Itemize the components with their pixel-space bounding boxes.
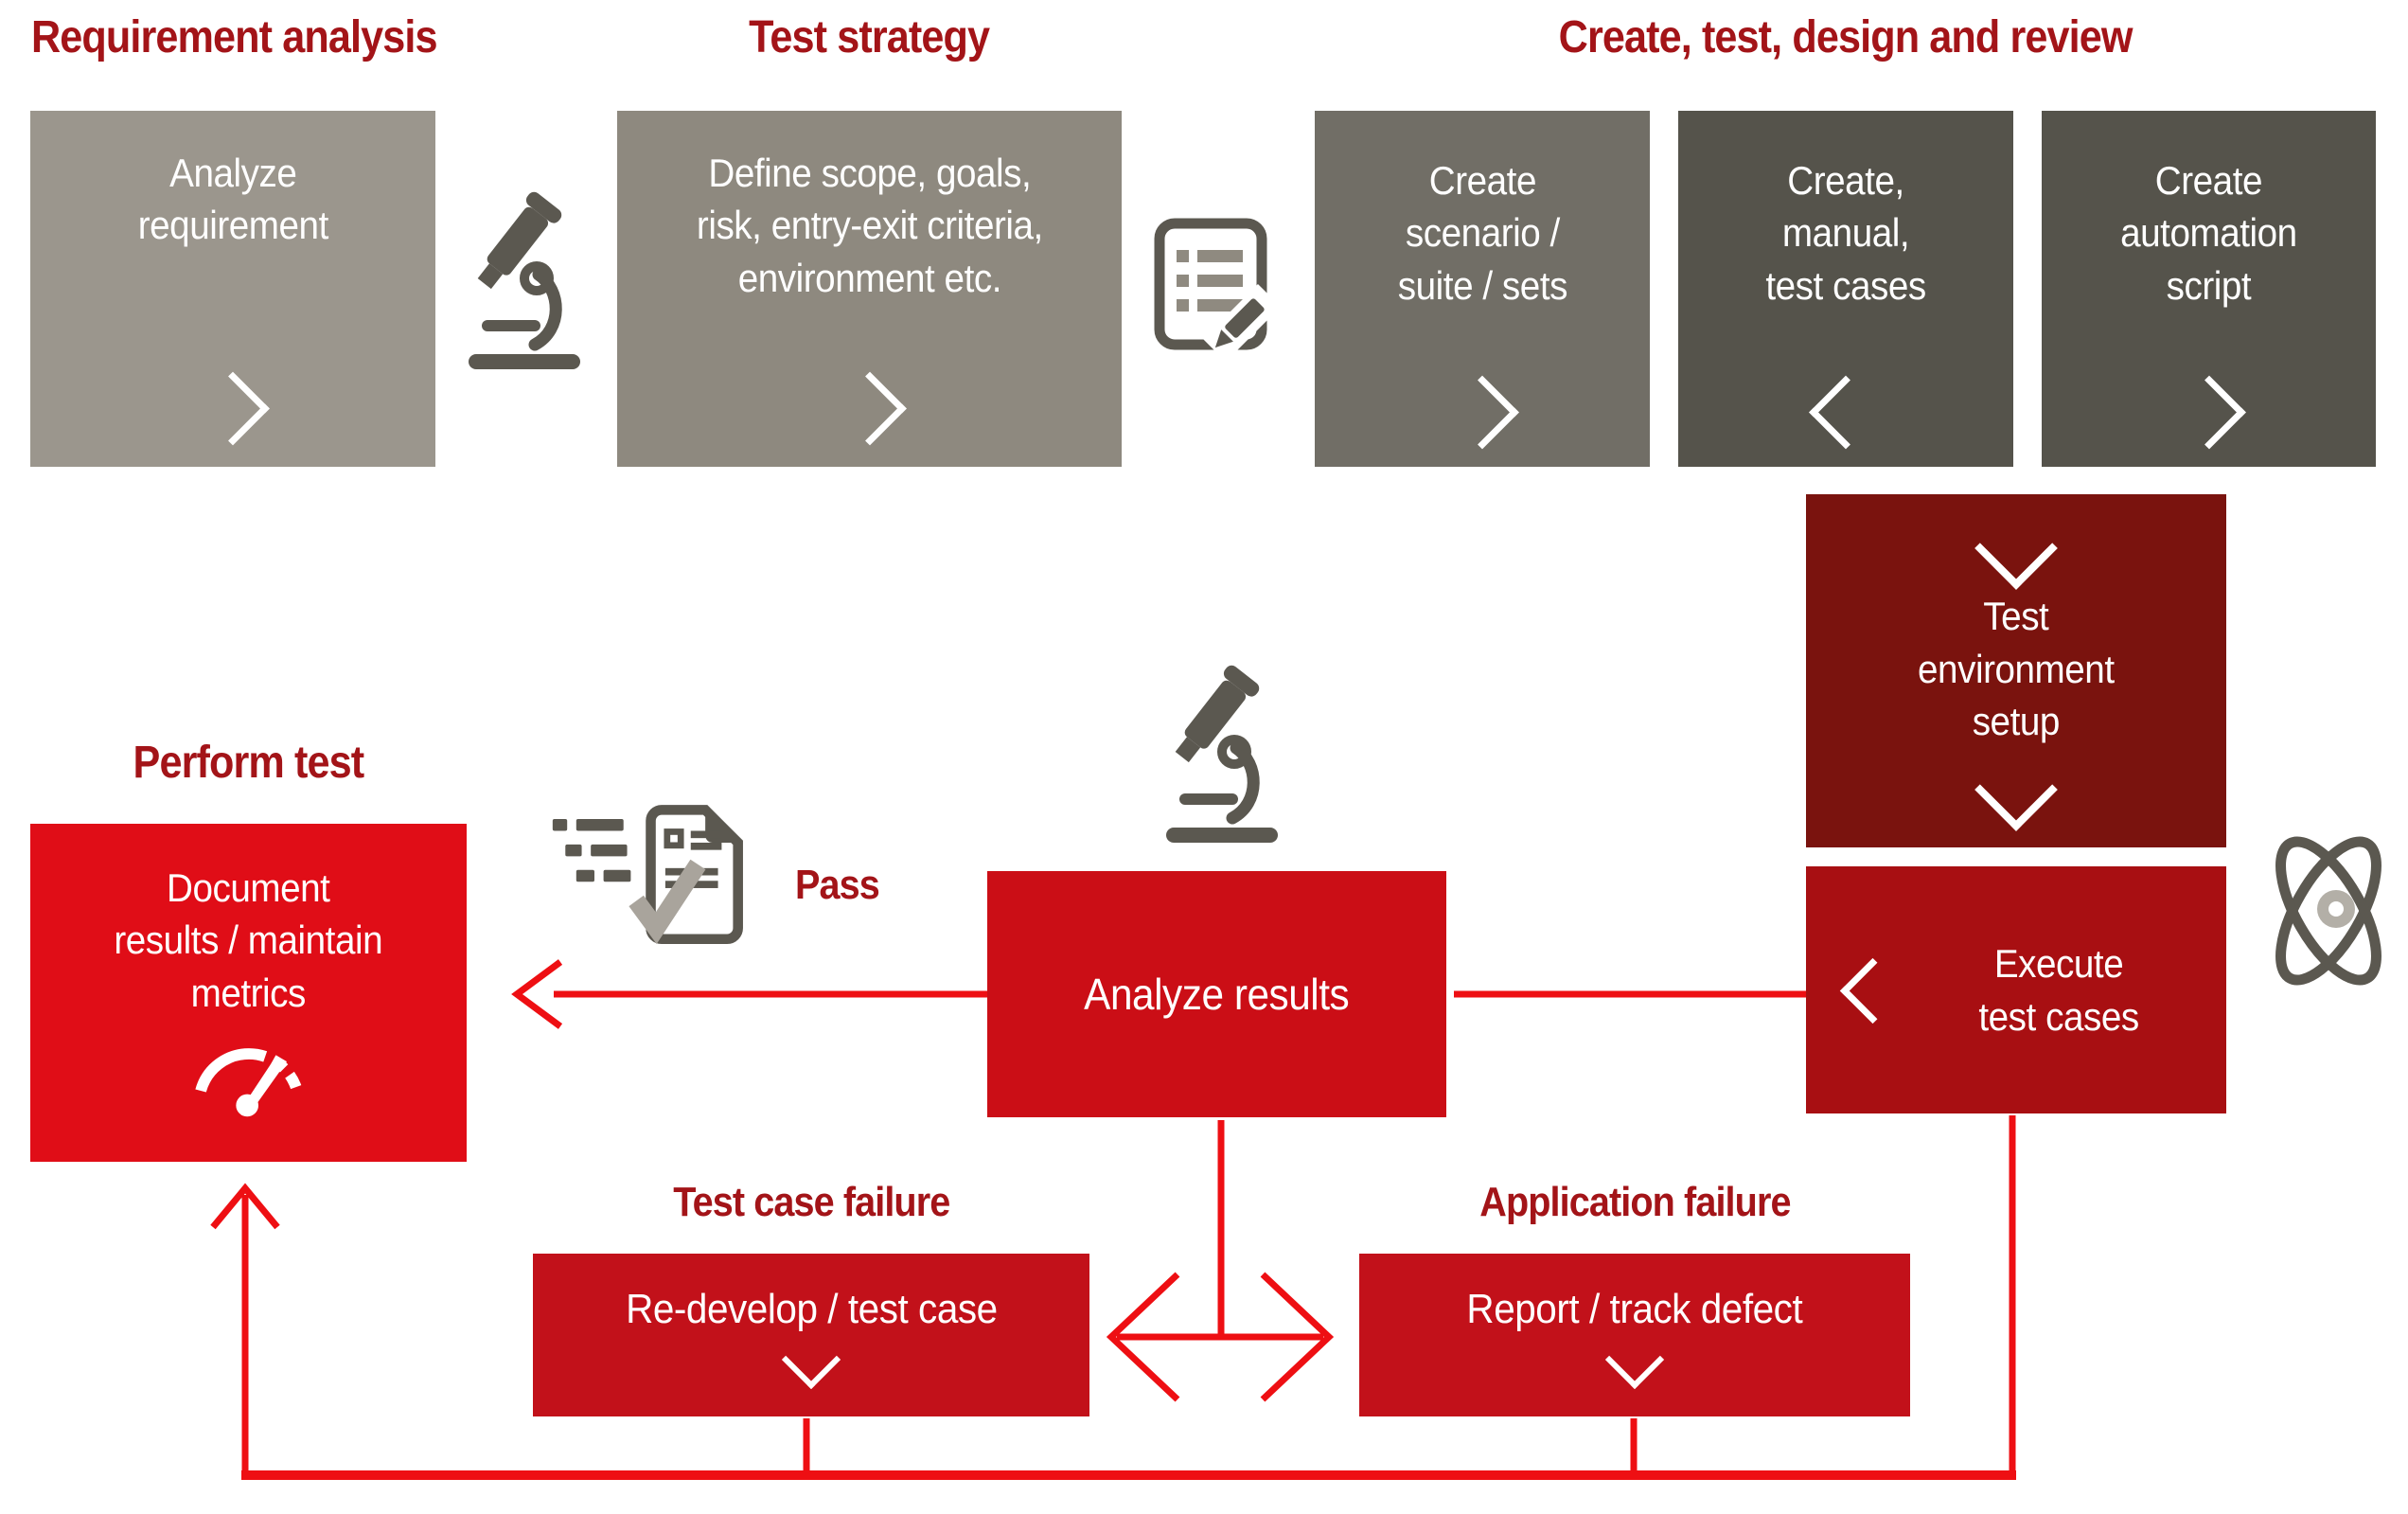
heading-test-case-failure-text: Test case failure	[672, 1179, 950, 1225]
microscope-icon	[469, 191, 580, 369]
box-create-automation-label: Create automation script	[2120, 158, 2297, 308]
box-redevelop-test-case-label: Re-develop / test case	[625, 1286, 998, 1332]
box-document-results-label: Document results / maintain metrics	[114, 865, 383, 1015]
chevron-right-icon	[1445, 375, 1519, 450]
double-arrow-right-head	[1260, 1272, 1335, 1402]
heading-application-failure: Application failure	[1359, 1179, 1910, 1226]
chevron-left-icon	[1839, 957, 1906, 1024]
box-execute-test-cases: Execute test cases	[1806, 866, 2226, 1113]
arrow-analyze-to-document-head	[511, 959, 563, 1029]
chevron-right-icon	[196, 371, 270, 446]
box-create-manual: Create, manual, test cases	[1678, 111, 2013, 467]
box-create-scenario: Create scenario / suite / sets	[1315, 111, 1650, 467]
box-document-results: Document results / maintain metrics	[30, 824, 467, 1162]
chevron-down-icon	[1974, 507, 2058, 590]
arrow-up-head	[210, 1183, 280, 1230]
box-create-manual-label: Create, manual, test cases	[1765, 158, 1926, 308]
box-analyze-results: Analyze results	[987, 871, 1446, 1117]
speedometer-icon	[194, 1048, 303, 1117]
box-analyze-requirement: Analyze requirement	[30, 111, 435, 467]
chevron-left-icon	[1809, 375, 1883, 450]
pass-label: Pass	[795, 862, 889, 909]
chevron-down-icon	[781, 1329, 841, 1390]
microscope-icon	[1166, 665, 1278, 843]
chevron-down-icon	[1604, 1329, 1665, 1390]
box-report-track-defect: Report / track defect	[1359, 1254, 1910, 1416]
heading-perform-test: Perform test	[30, 737, 467, 789]
checklist-pencil-icon	[1154, 218, 1282, 363]
heading-test-strategy-text: Test strategy	[749, 12, 991, 62]
heading-create-test-design-review: Create, test, design and review	[1315, 11, 2376, 63]
box-redevelop-test-case: Re-develop / test case	[533, 1254, 1089, 1416]
chevron-down-icon	[1974, 748, 2058, 831]
box-create-scenario-label: Create scenario / suite / sets	[1397, 158, 1567, 308]
box-analyze-requirement-label: Analyze requirement	[137, 151, 328, 248]
box-execute-test-cases-label: Execute test cases	[1978, 941, 2139, 1039]
heading-test-case-failure: Test case failure	[533, 1179, 1089, 1226]
double-arrow-left-head	[1106, 1272, 1180, 1402]
fast-document-check-icon	[552, 805, 743, 945]
heading-requirement-analysis-text: Requirement analysis	[31, 12, 437, 62]
box-define-scope-label: Define scope, goals, risk, entry-exit cr…	[696, 151, 1043, 300]
chevron-right-icon	[2171, 375, 2246, 450]
heading-perform-test-text: Perform test	[133, 738, 365, 788]
box-define-scope: Define scope, goals, risk, entry-exit cr…	[617, 111, 1122, 467]
heading-application-failure-text: Application failure	[1478, 1179, 1791, 1225]
heading-create-test-design-review-text: Create, test, design and review	[1558, 12, 2134, 62]
box-test-environment-setup: Test environment setup	[1806, 494, 2226, 847]
chevron-right-icon	[832, 371, 907, 446]
heading-test-strategy: Test strategy	[617, 11, 1122, 63]
box-analyze-results-label: Analyze results	[1084, 969, 1350, 1019]
box-test-environment-setup-label: Test environment setup	[1918, 594, 2115, 744]
pass-label-text: Pass	[795, 862, 880, 908]
atom-icon	[2275, 836, 2381, 986]
box-create-automation: Create automation script	[2042, 111, 2376, 467]
heading-requirement-analysis: Requirement analysis	[31, 11, 482, 63]
box-report-track-defect-label: Report / track defect	[1466, 1286, 1803, 1332]
